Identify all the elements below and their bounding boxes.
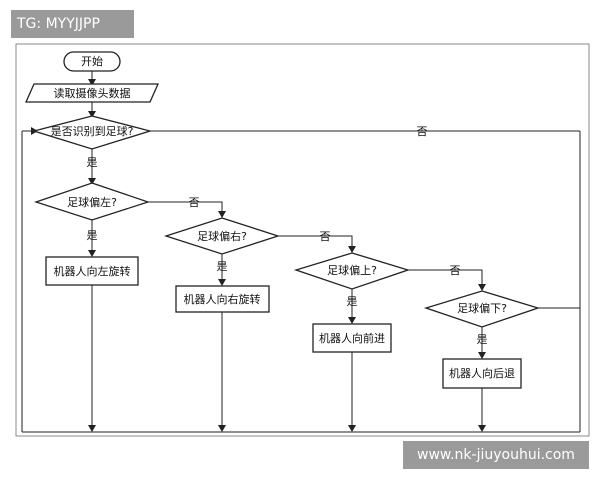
ball-up-decision	[293, 252, 411, 290]
ball-left-label: 足球偏左?	[67, 195, 117, 209]
read-camera-label: 读取摄像头数据	[54, 86, 131, 100]
detect-yes-arrowhead	[88, 178, 96, 185]
forward-down-arrowhead	[348, 425, 356, 432]
detect-no-label: 否	[417, 125, 428, 138]
right-yes-arrowhead	[218, 279, 226, 286]
back-down-arrowhead	[478, 425, 486, 432]
ball-down-decision	[423, 290, 541, 328]
move-back-label: 机器人向后退	[449, 366, 515, 380]
up-no-arrowhead	[478, 284, 486, 291]
ball-up-label: 足球偏上?	[327, 263, 377, 277]
ball-right-decision	[163, 217, 281, 255]
move-forward-node	[312, 323, 392, 353]
detect-ball-label: 是否识别到足球?	[51, 124, 134, 138]
down-yes-label: 是	[477, 333, 488, 346]
up-no-label: 否	[450, 264, 461, 277]
down-yes-arrowhead	[478, 352, 486, 359]
right-no-edge	[278, 235, 353, 251]
ball-down-label: 足球偏下?	[457, 301, 507, 315]
turn-right-label: 机器人向右旋转	[184, 292, 261, 306]
left-no-arrowhead	[218, 211, 226, 218]
turn-left-label: 机器人向左旋转	[54, 264, 131, 278]
move-back-node	[442, 358, 522, 389]
right-yes-label: 是	[217, 260, 228, 273]
start-to-read-arrowhead	[88, 79, 96, 86]
up-yes-label: 是	[347, 295, 358, 308]
left-yes-label: 是	[87, 229, 98, 242]
ball-left-decision	[33, 182, 151, 221]
turn-right-node	[175, 285, 270, 313]
left-yes-arrowhead	[88, 250, 96, 257]
start-label: 开始	[81, 54, 103, 68]
detect-ball-decision	[31, 115, 153, 150]
turn-left-node	[45, 256, 139, 286]
turn-right-down-arrowhead	[218, 425, 226, 432]
right-no-label: 否	[320, 230, 331, 243]
left-no-edge	[148, 201, 223, 216]
up-yes-arrowhead	[348, 317, 356, 324]
ball-right-label: 足球偏右?	[197, 229, 247, 243]
up-no-edge	[408, 269, 483, 289]
watermark-top-left: TG: MYYJJPP	[11, 10, 134, 38]
move-forward-label: 机器人向前进	[319, 331, 385, 345]
start-node	[63, 51, 121, 72]
frame-border	[15, 43, 590, 437]
right-no-arrowhead	[348, 246, 356, 253]
read-to-detect-arrowhead	[88, 111, 96, 118]
detect-yes-label: 是	[87, 156, 98, 169]
left-no-label: 否	[189, 196, 200, 209]
turn-left-down-arrowhead	[88, 425, 96, 432]
watermark-bottom-right: www.nk-jiuyouhui.com	[403, 441, 589, 469]
read-camera-node	[24, 83, 160, 103]
